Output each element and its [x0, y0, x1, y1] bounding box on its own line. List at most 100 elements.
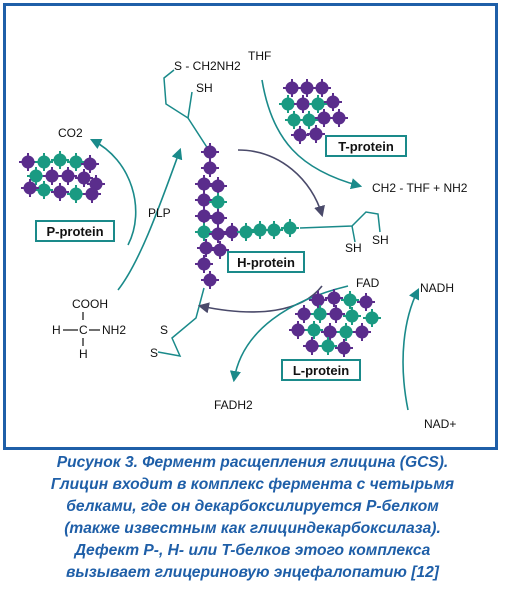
p-protein-subunit: [75, 169, 93, 187]
h-protein-subunit: [197, 239, 215, 257]
right-arm-branch: [351, 225, 356, 243]
p-protein-subunit: [51, 151, 69, 169]
h-protein-subunit: [209, 225, 227, 243]
h-protein-subunit: [209, 209, 227, 227]
p-protein-subunit: [59, 167, 77, 185]
caption-line: (также известным как глициндекарбоксилаз…: [64, 520, 441, 537]
t-protein-subunit: [309, 95, 327, 113]
glycine-uptake-arrow: [117, 147, 183, 291]
h-protein-top-cycle-arrow: [237, 149, 325, 218]
l-protein-subunit: [363, 309, 381, 327]
p-protein-subunit: [27, 167, 45, 185]
fadh2-label: FADH2: [214, 398, 253, 412]
l-protein-subunit: [343, 307, 361, 325]
l-protein-subunit: [325, 289, 343, 307]
l-protein-box: L-protein: [281, 359, 361, 381]
caption-line: Глицин входит в комплекс фермента с четы…: [50, 476, 455, 493]
p-protein-subunit: [35, 181, 53, 199]
p-protein-subunit: [21, 179, 39, 197]
t-protein-subunit: [300, 111, 318, 129]
l-protein-subunit: [311, 305, 329, 323]
nad-arrow: [402, 287, 420, 411]
p-protein-subunit: [35, 153, 53, 171]
l-protein-box-frame: [281, 359, 361, 381]
h-protein-subunit: [195, 191, 213, 209]
h-protein-subunit: [195, 223, 213, 241]
p-protein-subunit: [19, 153, 37, 171]
t-protein-subunit: [315, 109, 333, 127]
glycine-h-bottom-label: H: [79, 347, 88, 361]
t-protein-subunit: [307, 125, 325, 143]
l-protein-label: L-protein: [293, 363, 349, 378]
s-label-1: S: [160, 323, 168, 337]
protein-subunit-clusters: [19, 79, 381, 357]
co2-label: CO2: [58, 126, 83, 140]
gcs-diagram: C T-protein P-protein H-protein L-protei…: [19, 49, 468, 431]
sh-right-label-2: SH: [372, 233, 389, 247]
glycine-cooh-label: COOH: [72, 297, 108, 311]
h-protein-subunit: [209, 177, 227, 195]
plp-label: PLP: [148, 206, 171, 220]
p-protein-subunit: [67, 185, 85, 203]
top-arm-branch: [187, 91, 193, 119]
h-protein-box-frame: [227, 251, 305, 273]
l-protein-subunit: [319, 337, 337, 355]
caption-line: Рисунок 3. Фермент расщепления глицина (…: [56, 454, 449, 471]
t-protein-subunit: [313, 79, 331, 97]
caption-line: вызывает глицериновую энцефалопатию [12]: [66, 564, 439, 581]
reaction-arrows: [89, 79, 420, 411]
figure-caption: Рисунок 3. Фермент расщепления глицина (…: [0, 452, 505, 584]
h-protein-subunit: [209, 193, 227, 211]
h-protein-subunit: [195, 207, 213, 225]
l-protein-subunit: [327, 305, 345, 323]
l-protein-subunit: [335, 339, 353, 357]
glycine-carbon: C: [79, 323, 88, 337]
fad-label: FAD: [356, 276, 380, 290]
l-protein-subunit: [337, 323, 355, 341]
l-protein-subunit: [309, 291, 327, 309]
p-protein-label: P-protein: [46, 224, 103, 239]
h-protein-subunit: [265, 221, 283, 239]
thf-label: THF: [248, 49, 271, 63]
glycine-nh2-label: NH2: [102, 323, 126, 337]
sh-right-label-1: SH: [345, 241, 362, 255]
t-protein-subunit: [324, 93, 342, 111]
h-protein-subunit: [281, 219, 299, 237]
l-protein-subunit: [353, 323, 371, 341]
co2-release-arrow: [89, 138, 137, 246]
t-protein-box-frame: [325, 135, 407, 157]
h-protein-subunit: [195, 175, 213, 193]
p-protein-subunit: [83, 185, 101, 203]
h-protein-subunit: [211, 241, 229, 259]
nadh-label: NADH: [420, 281, 454, 295]
t-protein-label: T-protein: [338, 139, 394, 154]
l-protein-subunit: [321, 323, 339, 341]
p-protein-subunit: [67, 153, 85, 171]
h-protein-label: H-protein: [237, 255, 295, 270]
h-protein-subunit: [201, 271, 219, 289]
h-protein-subunit: [201, 159, 219, 177]
fad-arrow: [229, 285, 349, 383]
l-protein-subunit: [305, 321, 323, 339]
l-protein-subunit: [357, 293, 375, 311]
h-protein-subunit: [251, 221, 269, 239]
glycine-bonds: [63, 312, 100, 346]
p-protein-box: P-protein: [35, 220, 115, 242]
bottom-lipoyl-arm: [157, 287, 205, 357]
l-protein-subunit: [341, 291, 359, 309]
ch2-thf-nh2-label: CH2 - THF + NH2: [372, 181, 468, 195]
glycine-h-left-label: H: [52, 323, 61, 337]
t-protein-subunit: [330, 109, 348, 127]
sh-top-label: SH: [196, 81, 213, 95]
caption-line: белками, где он декарбоксилируется P-бел…: [66, 498, 439, 515]
h-protein-subunit: [195, 255, 213, 273]
right-lipoyl-arm: [299, 211, 381, 233]
t-protein-subunit: [291, 126, 309, 144]
l-protein-subunit: [289, 321, 307, 339]
h-protein-subunit: [201, 143, 219, 161]
l-protein-subunit: [303, 337, 321, 355]
h-protein-subunit: [237, 223, 255, 241]
top-lipoyl-arm: [163, 69, 211, 153]
h-protein-bottom-cycle-arrow: [197, 285, 323, 314]
p-protein-subunit: [43, 167, 61, 185]
